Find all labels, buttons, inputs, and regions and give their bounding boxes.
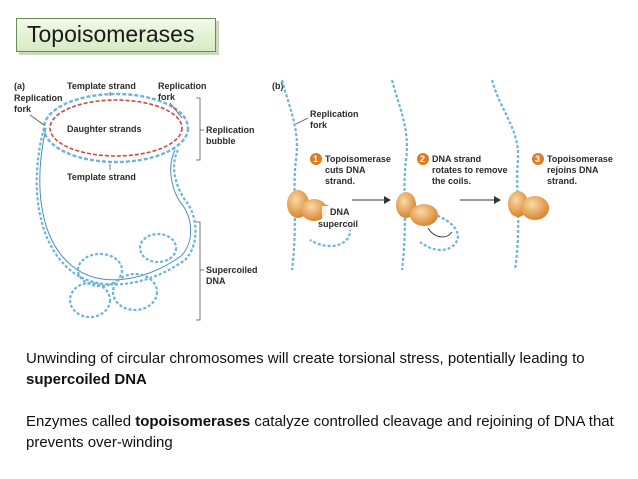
paragraph-1-bold: supercoiled DNA bbox=[26, 371, 147, 388]
rep-fork-right-1: Replication bbox=[158, 81, 207, 91]
supercoil-1 bbox=[295, 198, 352, 248]
step-1-num: 1 bbox=[313, 154, 318, 164]
paragraph-2-post: catalyze controlled cleavage and rejoini… bbox=[26, 413, 614, 451]
enzyme-3b bbox=[521, 196, 549, 220]
step-2-line-2: rotates to remove bbox=[432, 165, 508, 175]
paragraph-enzymes: Enzymes called topoisomerases catalyze c… bbox=[26, 411, 626, 453]
rep-bubble-2: bubble bbox=[206, 136, 236, 146]
step-3-num: 3 bbox=[535, 154, 540, 164]
template-strand-bottom-label: Template strand bbox=[67, 172, 136, 182]
supercoiled-2: DNA bbox=[206, 276, 226, 286]
panel-b: (b) Replication fork DNA supercoil bbox=[272, 79, 613, 271]
enzyme-2b bbox=[410, 204, 438, 226]
arrow-2-head bbox=[494, 196, 501, 204]
step-1-line-1: Topoisomerase bbox=[325, 154, 391, 164]
step-3-line-1: Topoisomerase bbox=[547, 154, 613, 164]
template-strand-loop bbox=[42, 92, 190, 164]
paragraph-1-text: Unwinding of circular chromosomes will c… bbox=[26, 350, 585, 367]
step-3-line-3: strand. bbox=[547, 176, 577, 186]
dna-loop-strand-inner bbox=[39, 127, 192, 281]
dna-loop-strand bbox=[35, 127, 197, 286]
helix-1 bbox=[280, 79, 298, 271]
b-rep-fork-2: fork bbox=[310, 120, 328, 130]
arrow-1-head bbox=[384, 196, 391, 204]
supercoiled-1: Supercoiled bbox=[206, 265, 258, 275]
step-1-line-2: cuts DNA bbox=[325, 165, 366, 175]
panel-b-tag: (b) bbox=[272, 81, 284, 91]
step-2-line-3: the coils. bbox=[432, 176, 471, 186]
step-2-num: 2 bbox=[420, 154, 425, 164]
step-2-line-1: DNA strand bbox=[432, 154, 481, 164]
panel-a-tag: (a) bbox=[14, 81, 25, 91]
rotation-arrow bbox=[427, 227, 453, 238]
supercoil-loop-4 bbox=[68, 281, 112, 319]
paragraph-2-bold: topoisomerases bbox=[135, 413, 251, 430]
step-3-badge bbox=[532, 153, 544, 165]
supercoil-loop-3 bbox=[111, 272, 159, 312]
dna-supercoil-2: supercoil bbox=[318, 219, 358, 229]
panel-a: (a) Daughter strands Replication fork Te… bbox=[14, 81, 258, 321]
daughter-strands-label: Daughter strands bbox=[67, 124, 142, 134]
paragraph-2-pre: Enzymes called bbox=[26, 413, 136, 430]
b-rep-fork-1: Replication bbox=[310, 109, 359, 119]
rep-bubble-1: Replication bbox=[206, 125, 255, 135]
paragraph-torsional-stress: Unwinding of circular chromosomes will c… bbox=[26, 348, 626, 390]
helix-2 bbox=[390, 79, 408, 271]
dna-supercoil-1: DNA bbox=[330, 207, 350, 217]
slide-title: Topoisomerases bbox=[16, 18, 216, 52]
step-2-badge bbox=[417, 153, 429, 165]
step-1-badge bbox=[310, 153, 322, 165]
rep-fork-left-1: Replication bbox=[14, 93, 63, 103]
step-3-line-2: rejoins DNA bbox=[547, 165, 599, 175]
helix-3 bbox=[490, 79, 520, 271]
daughter-label-bg bbox=[62, 121, 158, 135]
supercoil-loop-2 bbox=[76, 252, 124, 288]
supercoil-loop-1 bbox=[138, 232, 178, 264]
enzyme-1b bbox=[301, 199, 327, 221]
rep-fork-right-2: fork bbox=[158, 92, 176, 102]
template-strand-top-label: Template strand bbox=[67, 81, 136, 91]
step-1-line-3: strand. bbox=[325, 176, 355, 186]
daughter-strand-loop bbox=[49, 99, 183, 157]
rep-fork-left-2: fork bbox=[14, 104, 32, 114]
